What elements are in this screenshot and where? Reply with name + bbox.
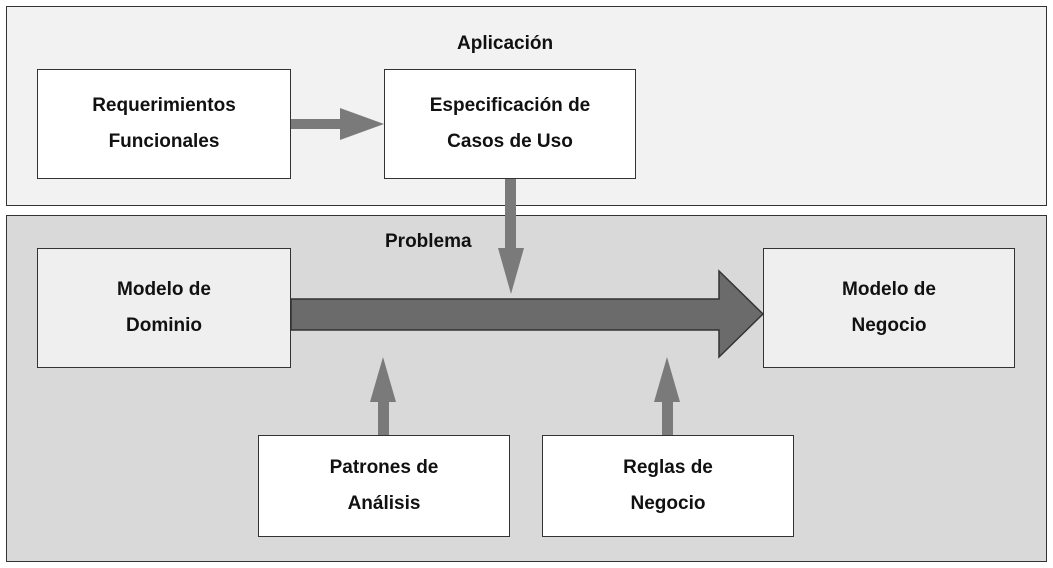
problem-panel-title: Problema [385, 231, 472, 252]
box-use-cases: Especificación de Casos de Uso [384, 69, 636, 179]
arrow-use-cases-to-problem [498, 179, 524, 294]
box-analysis-patterns-line1: Patrones de [329, 457, 439, 478]
box-business-model: Modelo de Negocio [763, 248, 1015, 368]
application-panel-title: Aplicación [457, 33, 554, 54]
box-requirements: Requerimientos Funcionales [37, 69, 291, 179]
box-domain-model-line2: Dominio [126, 315, 202, 336]
box-domain-model: Modelo de Dominio [37, 248, 291, 368]
box-use-cases-line2: Casos de Uso [447, 131, 573, 152]
box-business-rules-line2: Negocio [630, 493, 706, 514]
box-requirements-line1: Requerimientos [92, 95, 236, 116]
arrow-business-rules-up [654, 357, 680, 435]
arrow-requirements-to-use-cases [291, 108, 384, 140]
box-business-rules-line1: Reglas de [623, 457, 713, 478]
box-use-cases-line1: Especificación de [429, 95, 591, 116]
arrow-domain-to-business-model [290, 269, 765, 359]
box-business-model-line2: Negocio [851, 315, 927, 336]
box-business-rules: Reglas de Negocio [542, 435, 794, 537]
arrow-analysis-patterns-up [370, 357, 396, 435]
box-domain-model-line1: Modelo de [117, 279, 211, 300]
box-analysis-patterns-line2: Análisis [347, 493, 421, 514]
box-analysis-patterns: Patrones de Análisis [258, 435, 510, 537]
box-business-model-line1: Modelo de [842, 279, 936, 300]
box-requirements-line2: Funcionales [108, 131, 220, 152]
